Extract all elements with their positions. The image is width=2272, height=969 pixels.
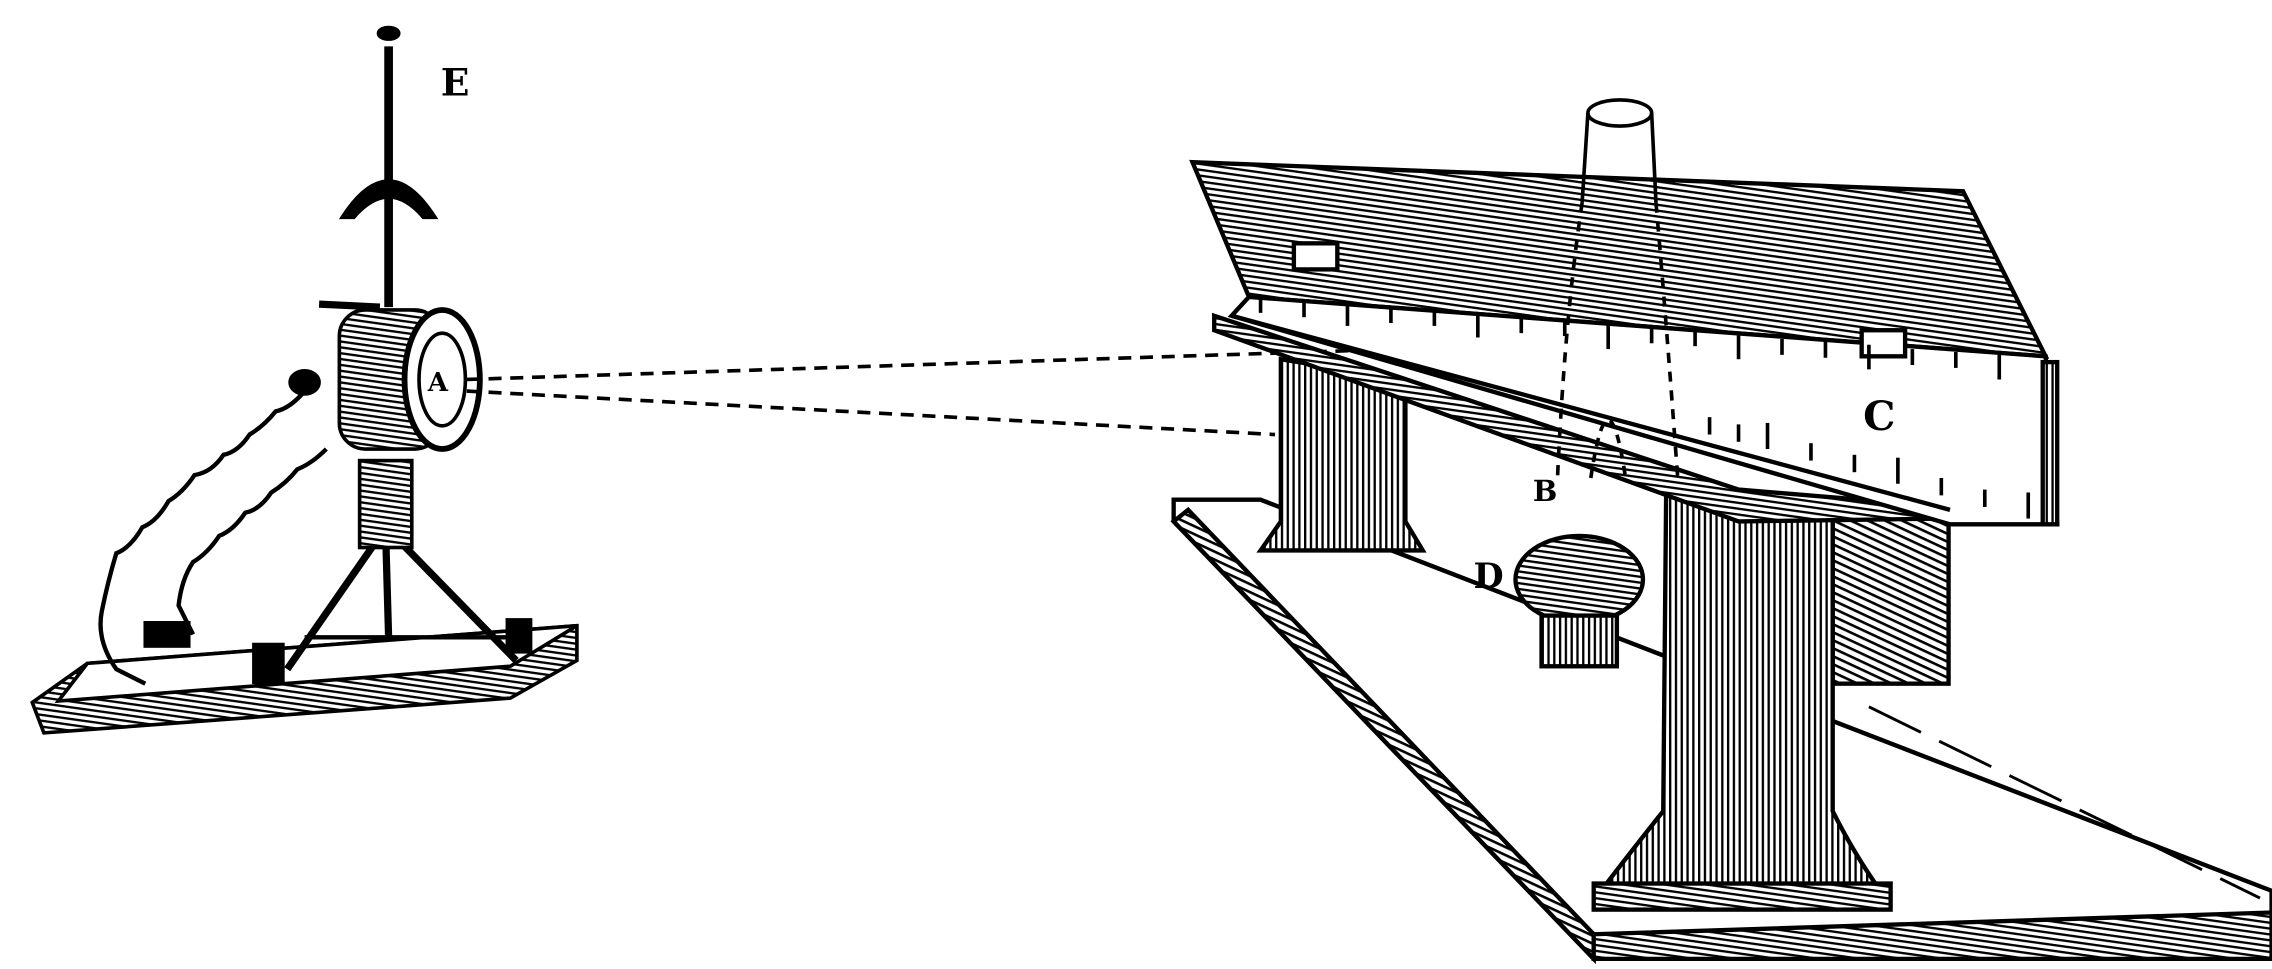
hinge-1 [1291, 241, 1340, 272]
lamp-chimney [1555, 98, 1680, 479]
label-E: E [441, 61, 470, 105]
lamp-D [1513, 533, 1646, 669]
light-ray-lines [466, 342, 1533, 437]
magnet-arc [338, 179, 439, 220]
tripod [284, 533, 519, 672]
galvanometer-apparatus [30, 25, 579, 735]
scale-ticks [1258, 298, 2002, 380]
label-C: C [1863, 392, 1895, 440]
right-leg-rear-panel [1830, 507, 1951, 686]
scale-ticks-lower [1707, 417, 2031, 519]
rod-tip [376, 25, 401, 41]
label-D: D [1473, 556, 1503, 597]
tripod-head [357, 458, 414, 550]
coiled-wire-2 [176, 447, 328, 636]
label-B: B [1533, 474, 1557, 508]
hinge-2 [1859, 328, 1908, 359]
scale-face-C [1227, 294, 2060, 527]
scale-apparatus [1170, 98, 2272, 965]
label-A: A [427, 368, 449, 398]
coiled-wire-1 [98, 389, 307, 686]
